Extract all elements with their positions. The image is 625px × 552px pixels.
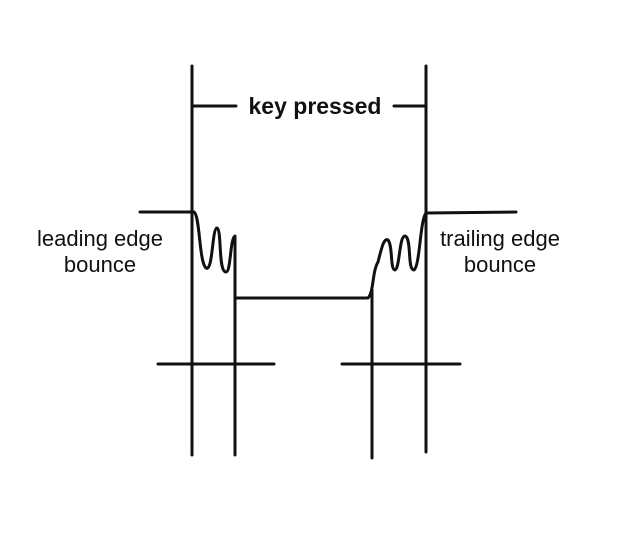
key-pressed-label: key pressed: [249, 93, 382, 119]
signal-waveform: [138, 210, 518, 300]
leading-edge-label-line2: bounce: [64, 252, 136, 277]
trailing-edge-label-line1: trailing edge: [440, 226, 560, 251]
trailing-edge-label-line2: bounce: [464, 252, 536, 277]
leading-edge-label-line1: leading edge: [37, 226, 163, 251]
